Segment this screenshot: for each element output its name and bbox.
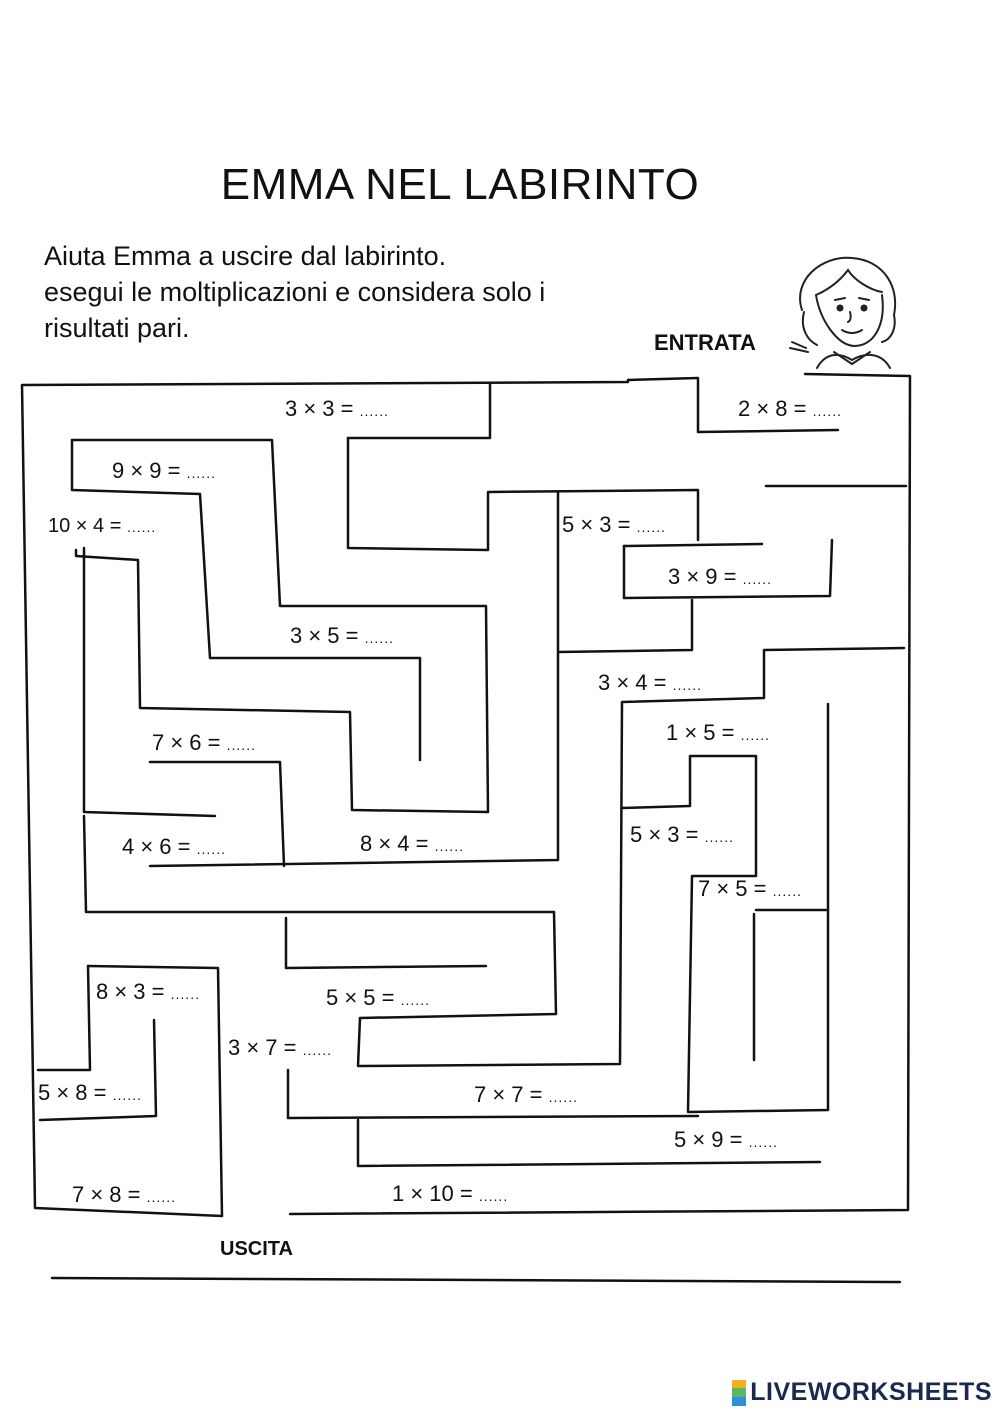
equation: 5 × 3 = ...... (562, 512, 666, 537)
equation: 3 × 7 = ...... (228, 1035, 332, 1060)
maze-wall (74, 548, 490, 814)
equation: 3 × 4 = ...... (598, 670, 702, 695)
instruction-line: esegui le moltiplicazioni e considera so… (44, 277, 546, 307)
equation: 3 × 3 = ...... (285, 396, 389, 421)
maze-wall (70, 438, 490, 814)
instructions: Aiuta Emma a uscire dal labirinto. esegu… (44, 238, 684, 346)
maze-wall (356, 1118, 822, 1168)
maze-wall (86, 964, 224, 1218)
maze (20, 372, 912, 1284)
equation: 8 × 3 = ...... (96, 979, 200, 1004)
equation: 7 × 6 = ...... (152, 730, 256, 755)
maze-wall (284, 916, 488, 970)
equation: 3 × 9 = ...... (668, 564, 772, 589)
equation: 7 × 5 = ...... (698, 876, 802, 901)
maze-wall (70, 438, 422, 762)
maze-wall (20, 378, 630, 1218)
equation: 7 × 7 = ...... (474, 1082, 578, 1107)
maze-wall (356, 646, 906, 1068)
maze-wall (556, 598, 694, 654)
maze-wall (346, 382, 492, 440)
maze-wall (346, 436, 700, 552)
entrance-label: ENTRATA (654, 330, 756, 355)
equation: 10 × 4 = ...... (48, 515, 157, 537)
liveworksheets-logo: LIVEWORKSHEETS (732, 1378, 992, 1407)
equation: 2 × 8 = ...... (738, 396, 842, 421)
maze-wall (622, 538, 834, 600)
liveworksheets-logo-icon (732, 1379, 747, 1406)
equation: 5 × 5 = ...... (326, 985, 430, 1010)
equation: 1 × 5 = ...... (666, 720, 770, 745)
maze-wall (82, 546, 217, 818)
equation: 4 × 6 = ...... (122, 834, 226, 859)
equation: 8 × 4 = ...... (360, 831, 464, 856)
maze-wall (286, 1068, 700, 1120)
maze-wall (38, 1018, 158, 1122)
writing-line (50, 1276, 902, 1284)
equation: 3 × 5 = ...... (290, 623, 394, 648)
logo-text: LIVEWORKSHEETS (750, 1378, 992, 1406)
page-title: EMMA NEL LABIRINTO (220, 160, 700, 209)
maze-wall (622, 542, 764, 548)
emma-girl-illustration (789, 256, 897, 369)
instruction-line: Aiuta Emma a uscire dal labirinto. (44, 241, 447, 271)
maze-wall (620, 702, 830, 1114)
equation: 5 × 3 = ...... (630, 822, 734, 847)
maze-wall (36, 964, 92, 1072)
equation: 5 × 9 = ...... (674, 1127, 778, 1152)
equation: 7 × 8 = ...... (72, 1182, 176, 1207)
maze-wall (288, 372, 912, 1216)
maze-wall (82, 814, 558, 1020)
instruction-line: risultati pari. (44, 313, 190, 343)
maze-wall (626, 376, 840, 434)
maze-wall (148, 760, 286, 868)
equation: 5 × 8 = ...... (38, 1080, 142, 1105)
maze-wall (148, 490, 560, 868)
exit-label: USCITA (220, 1238, 293, 1260)
equation: 1 × 10 = ...... (392, 1181, 509, 1206)
equation: 9 × 9 = ...... (112, 458, 216, 483)
